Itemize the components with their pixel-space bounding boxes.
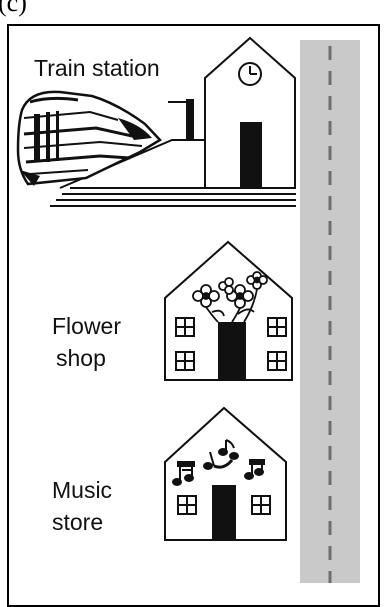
music-store-label-line1: Music <box>52 477 112 503</box>
station-door <box>240 122 262 188</box>
flower-shop-door <box>218 322 246 380</box>
street-illustration: Train station <box>0 0 387 583</box>
flower-shop-label-line1: Flower <box>52 313 121 339</box>
train-station: Train station <box>18 38 296 206</box>
music-store: Music store <box>52 408 286 540</box>
train-station-label: Train station <box>34 55 160 81</box>
music-store-door <box>212 485 236 540</box>
music-store-label-line2: store <box>52 509 103 535</box>
flower-shop: Flower shop <box>52 242 292 380</box>
train-icon <box>18 92 160 186</box>
flower-shop-label-line2: shop <box>56 345 106 371</box>
road <box>300 40 360 583</box>
